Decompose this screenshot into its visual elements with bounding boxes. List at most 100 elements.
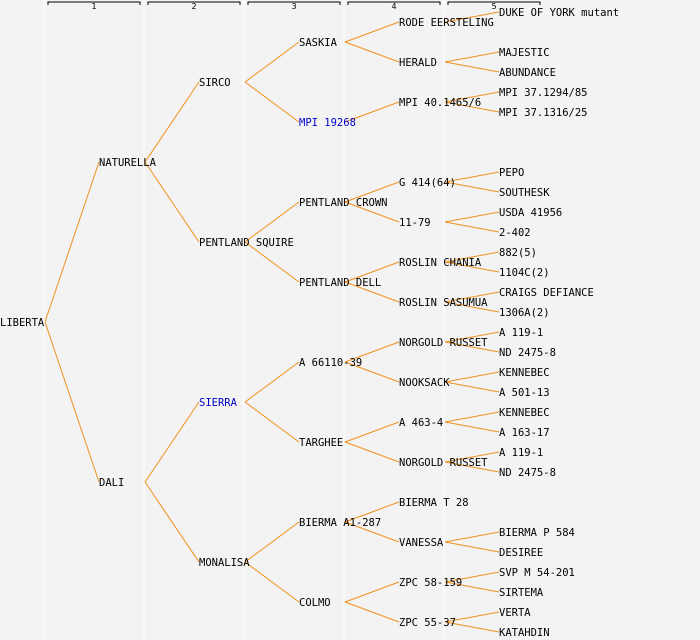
ancestor-label-gen2[interactable]: SIERRA bbox=[199, 397, 238, 409]
ancestor-label-gen5[interactable]: SIRTEMA bbox=[499, 587, 544, 599]
ancestor-label-gen2[interactable]: MONALISA bbox=[199, 557, 250, 569]
branch-line bbox=[444, 571, 500, 583]
ancestor-label-gen4[interactable]: BIERMA T 28 bbox=[399, 497, 469, 509]
ancestor-label-gen3[interactable]: COLMO bbox=[299, 597, 331, 609]
ancestor-label-gen5[interactable]: A 501-13 bbox=[499, 387, 550, 399]
branch-line bbox=[444, 101, 500, 113]
ancestor-label-gen4[interactable]: RODE EERSTELING bbox=[399, 17, 494, 29]
ancestor-label-gen3[interactable]: PENTLAND CROWN bbox=[299, 197, 388, 209]
ancestor-label-gen1[interactable]: DALI bbox=[99, 477, 124, 489]
node-labels: LIBERTA NATURELLA SIRCO SASKIA RODE EERSTELI… bbox=[0, 7, 619, 639]
branch-line bbox=[444, 531, 500, 543]
branch-line bbox=[444, 411, 500, 423]
ancestor-label-gen4[interactable]: NORGOLD RUSSET bbox=[399, 457, 488, 469]
ancestor-label-gen5[interactable]: 882(5) bbox=[499, 247, 537, 259]
branch-line bbox=[244, 561, 300, 603]
ancestor-label-gen5[interactable]: MPI 37.1316/25 bbox=[499, 107, 588, 119]
ancestor-label-gen4[interactable]: A 463-4 bbox=[399, 417, 443, 429]
ancestor-label-gen5[interactable]: A 119-1 bbox=[499, 447, 543, 459]
ancestor-label-gen4[interactable]: ROSLIN CHANIA bbox=[399, 257, 482, 269]
ancestor-label-gen5[interactable]: USDA 41956 bbox=[499, 207, 562, 219]
branch-line bbox=[444, 181, 500, 193]
ancestor-label-gen3[interactable]: TARGHEE bbox=[299, 437, 343, 449]
ancestor-label-gen3[interactable]: PENTLAND DELL bbox=[299, 277, 381, 289]
branch-line bbox=[444, 611, 500, 623]
ancestor-label-gen5[interactable]: 1306A(2) bbox=[499, 307, 550, 319]
ancestor-label-gen4[interactable]: NOOKSACK bbox=[399, 377, 450, 389]
ancestor-label-gen3[interactable]: A 66110-39 bbox=[299, 357, 362, 369]
ancestor-label-gen5[interactable]: MAJESTIC bbox=[499, 47, 550, 59]
branch-line bbox=[244, 361, 300, 403]
branch-line bbox=[444, 51, 500, 63]
branch-line bbox=[444, 91, 500, 103]
branch-line bbox=[244, 201, 300, 243]
branch-line bbox=[444, 371, 500, 383]
ancestor-label-gen4[interactable]: ZPC 58-159 bbox=[399, 577, 462, 589]
ancestor-label-gen2[interactable]: SIRCO bbox=[199, 77, 231, 89]
ancestor-label-gen4[interactable]: MPI 40.1465/6 bbox=[399, 97, 481, 109]
branch-line bbox=[444, 61, 500, 73]
ancestor-label-gen5[interactable]: PEPO bbox=[499, 167, 524, 179]
branch-line bbox=[144, 401, 200, 483]
ancestor-label-gen4[interactable]: 11-79 bbox=[399, 217, 431, 229]
branch-line bbox=[444, 301, 500, 313]
ancestor-label-gen5[interactable]: SVP M 54-201 bbox=[499, 567, 575, 579]
ancestor-label-gen4[interactable]: G 414(64) bbox=[399, 177, 456, 189]
ancestor-label-gen3[interactable]: BIERMA A1-287 bbox=[299, 517, 381, 529]
branch-line bbox=[144, 81, 200, 163]
column-bracket bbox=[247, 1, 341, 5]
ancestor-label-gen5[interactable]: SOUTHESK bbox=[499, 187, 550, 199]
ancestor-label-gen5[interactable]: 2-402 bbox=[499, 227, 531, 239]
branch-line bbox=[344, 441, 400, 463]
proband-label[interactable]: LIBERTA bbox=[0, 317, 45, 329]
ancestor-label-gen2[interactable]: PENTLAND SQUIRE bbox=[199, 237, 294, 249]
branch-line bbox=[344, 261, 400, 283]
branch-line bbox=[444, 211, 500, 223]
column-number: 2 bbox=[191, 2, 196, 11]
column-bracket bbox=[147, 1, 241, 5]
ancestor-label-gen4[interactable]: ROSLIN SASUMUA bbox=[399, 297, 488, 309]
ancestor-label-gen1[interactable]: NATURELLA bbox=[99, 157, 157, 169]
ancestor-label-gen5[interactable]: A 119-1 bbox=[499, 327, 543, 339]
branch-line bbox=[344, 361, 400, 383]
ancestor-label-gen5[interactable]: ND 2475-8 bbox=[499, 347, 556, 359]
ancestor-label-gen4[interactable]: VANESSA bbox=[399, 537, 444, 549]
ancestor-label-gen5[interactable]: KENNEBEC bbox=[499, 407, 550, 419]
ancestor-label-gen5[interactable]: KATAHDIN bbox=[499, 627, 550, 639]
branch-line bbox=[144, 481, 200, 563]
ancestor-label-gen3[interactable]: SASKIA bbox=[299, 37, 338, 49]
branch-line bbox=[44, 161, 100, 323]
branch-line bbox=[244, 81, 300, 123]
ancestor-label-gen4[interactable]: HERALD bbox=[399, 57, 437, 69]
ancestor-label-gen3[interactable]: MPI 19268 bbox=[299, 117, 356, 129]
ancestor-label-gen5[interactable]: A 163-17 bbox=[499, 427, 550, 439]
branch-line bbox=[444, 541, 500, 553]
branch-line bbox=[244, 401, 300, 443]
ancestor-label-gen5[interactable]: DUKE OF YORK mutant bbox=[499, 7, 619, 19]
ancestor-label-gen5[interactable]: VERTA bbox=[499, 607, 531, 619]
ancestor-label-gen5[interactable]: DESIREE bbox=[499, 547, 543, 559]
ancestor-label-gen5[interactable]: 1104C(2) bbox=[499, 267, 550, 279]
ancestor-label-gen5[interactable]: ND 2475-8 bbox=[499, 467, 556, 479]
branch-line bbox=[344, 21, 400, 43]
ancestor-label-gen5[interactable]: KENNEBEC bbox=[499, 367, 550, 379]
ancestor-label-gen5[interactable]: CRAIGS DEFIANCE bbox=[499, 287, 594, 299]
branch-lines bbox=[44, 11, 500, 633]
branch-line bbox=[444, 251, 500, 263]
ancestor-label-gen4[interactable]: ZPC 55-37 bbox=[399, 617, 456, 629]
column-number: 3 bbox=[291, 2, 296, 11]
branch-line bbox=[444, 11, 500, 23]
branch-line bbox=[444, 331, 500, 343]
column-number: 5 bbox=[491, 2, 496, 11]
branch-line bbox=[344, 181, 400, 203]
branch-line bbox=[444, 381, 500, 393]
branch-line bbox=[444, 171, 500, 183]
ancestor-label-gen4[interactable]: NORGOLD RUSSET bbox=[399, 337, 488, 349]
ancestor-label-gen5[interactable]: ABUNDANCE bbox=[499, 67, 556, 79]
ancestor-label-gen5[interactable]: MPI 37.1294/85 bbox=[499, 87, 588, 99]
ancestor-label-gen5[interactable]: BIERMA P 584 bbox=[499, 527, 575, 539]
branch-line bbox=[444, 421, 500, 433]
branch-line bbox=[344, 281, 400, 303]
